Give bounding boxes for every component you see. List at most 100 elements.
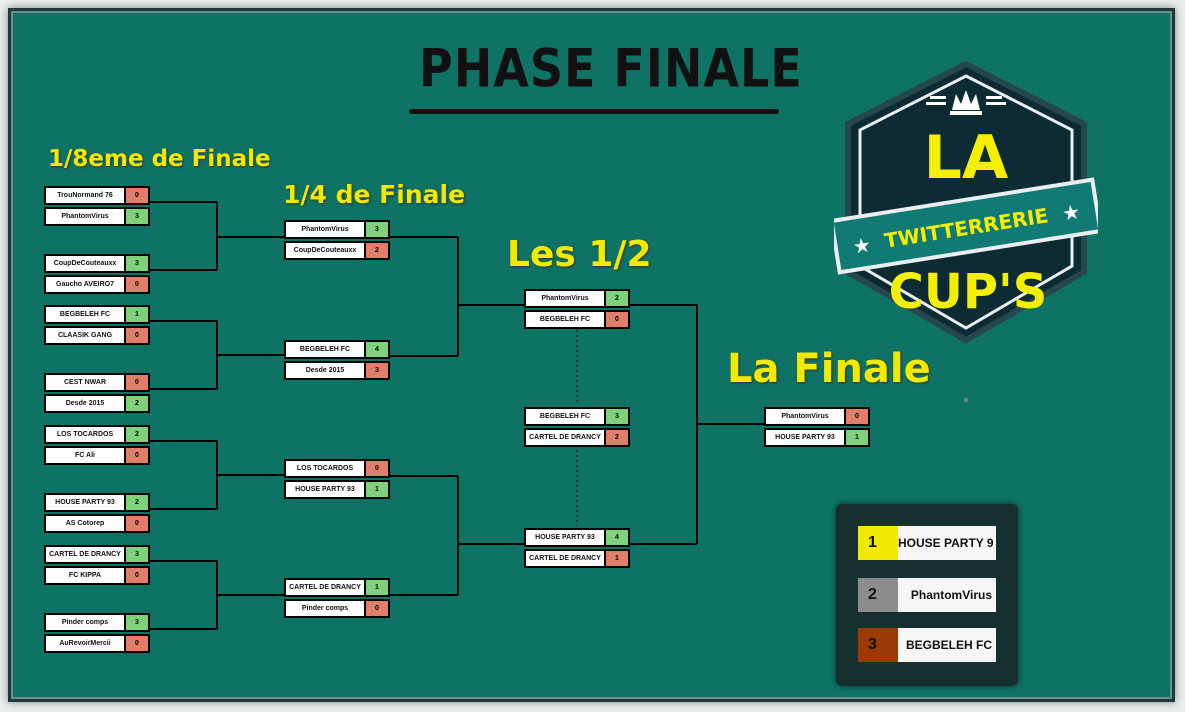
team-score: 3 bbox=[124, 547, 148, 562]
star-icon: ★ bbox=[1061, 201, 1082, 226]
team-score: 0 bbox=[124, 188, 148, 203]
team-score: 0 bbox=[844, 409, 868, 424]
team-score: 0 bbox=[604, 312, 628, 327]
team-name: LOS TOCARDOS bbox=[56, 431, 114, 438]
team-name: AuRevoirMercii bbox=[59, 640, 111, 647]
team-row: Pinder comps 3 bbox=[44, 613, 150, 632]
team-score: 3 bbox=[124, 256, 148, 271]
team-score: 2 bbox=[124, 427, 148, 442]
team-score: 1 bbox=[604, 551, 628, 566]
team-name: HOUSE PARTY 93 bbox=[295, 486, 355, 493]
team-row: BEGBELEH FC 4 bbox=[284, 340, 390, 359]
team-score: 0 bbox=[124, 516, 148, 531]
logo-text-bottom: CUP'S bbox=[889, 264, 1048, 320]
team-row: HOUSE PARTY 93 4 bbox=[524, 528, 630, 547]
team-score: 3 bbox=[124, 209, 148, 224]
team-row: TrouNormand 76 0 bbox=[44, 186, 150, 205]
team-score: 2 bbox=[604, 430, 628, 445]
team-name: BEGBELEH FC bbox=[299, 346, 351, 353]
team-name: PhantomVirus bbox=[541, 295, 589, 302]
team-name: CARTEL DE DRANCY bbox=[529, 434, 601, 441]
team-row: FC Ali 0 bbox=[44, 446, 150, 465]
team-name: FC KIPPA bbox=[68, 572, 102, 579]
team-score: 0 bbox=[124, 277, 148, 292]
team-name: CEST NWAR bbox=[64, 379, 106, 386]
podium-team-name: BEGBELEH FC bbox=[905, 638, 992, 652]
team-score: 0 bbox=[124, 636, 148, 651]
team-name: TrouNormand 76 bbox=[57, 192, 113, 199]
team-score: 3 bbox=[364, 363, 388, 378]
team-score: 1 bbox=[124, 307, 148, 322]
team-name: LOS TOCARDOS bbox=[296, 465, 354, 472]
team-name: CoupDeCouteauxx bbox=[53, 260, 117, 267]
logo-banner bbox=[834, 177, 1098, 275]
podium-rank: 2 bbox=[858, 578, 898, 612]
round-title-r4: Les 1/2 bbox=[507, 234, 652, 275]
team-name: Pinder comps bbox=[61, 619, 109, 626]
team-row: AuRevoirMercii 0 bbox=[44, 634, 150, 653]
team-name: CARTEL DE DRANCY bbox=[49, 551, 121, 558]
team-row: LOS TOCARDOS 2 bbox=[44, 425, 150, 444]
round-title-r8: 1/4 de Finale bbox=[283, 180, 466, 209]
team-name: Gaucho AVEIRO7 bbox=[56, 281, 114, 288]
match-r16-5: LOS TOCARDOS 2 FC Ali 0 bbox=[44, 425, 150, 467]
team-row: Desde 2015 3 bbox=[284, 361, 390, 380]
team-name: Desde 2015 bbox=[305, 367, 345, 374]
team-score: 0 bbox=[364, 601, 388, 616]
podium-rank: 3 bbox=[858, 628, 898, 662]
team-score: 1 bbox=[364, 482, 388, 497]
team-name: CARTEL DE DRANCY bbox=[289, 584, 361, 591]
team-name: HOUSE PARTY 93 bbox=[55, 499, 115, 506]
logo-text-top: LA bbox=[924, 123, 1009, 193]
decorative-dot bbox=[964, 398, 968, 402]
team-name: CARTEL DE DRANCY bbox=[529, 555, 601, 562]
team-name: Desde 2015 bbox=[65, 400, 105, 407]
team-score: 4 bbox=[364, 342, 388, 357]
team-score: 0 bbox=[124, 448, 148, 463]
team-name: FC Ali bbox=[75, 452, 95, 459]
team-score: 1 bbox=[844, 430, 868, 445]
team-name: CLAASIK GANG bbox=[57, 332, 113, 339]
podium-rank: 1 bbox=[858, 526, 898, 560]
team-name: HOUSE PARTY 93 bbox=[535, 534, 595, 541]
round-title-r16: 1/8eme de Finale bbox=[48, 146, 271, 172]
team-score: 4 bbox=[604, 530, 628, 545]
page-title: PHASE FINALE bbox=[419, 36, 803, 100]
title-underline bbox=[409, 109, 779, 114]
crown-icon bbox=[950, 90, 982, 115]
team-row: HOUSE PARTY 93 1 bbox=[284, 480, 390, 499]
team-score: 3 bbox=[124, 615, 148, 630]
